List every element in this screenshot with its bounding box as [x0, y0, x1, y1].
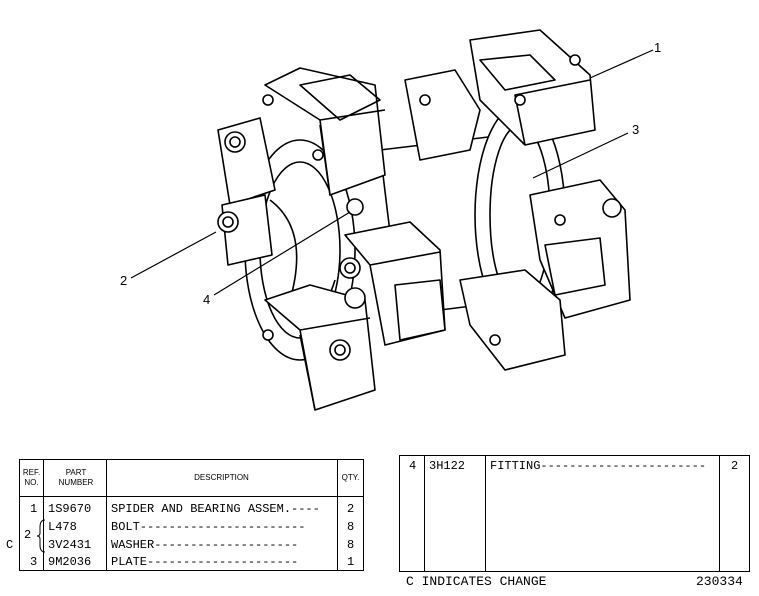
- leader-line-4: [213, 211, 351, 296]
- row-5-ref: 4: [409, 459, 417, 473]
- left-bearing-cap-outer: [217, 117, 276, 266]
- right-bearing-cap-bottom: [459, 269, 566, 371]
- group-brace: [36, 519, 46, 553]
- fitting: [346, 198, 364, 216]
- row-3-desc: WASHER--------------------: [111, 538, 299, 552]
- header-ref-no: REF. NO.: [22, 468, 41, 487]
- left-bearing-cap-top: [264, 67, 386, 196]
- change-marker: C: [6, 538, 14, 552]
- row-2-part: L478: [48, 520, 77, 534]
- row-5-desc: FITTING-----------------------: [490, 459, 707, 473]
- row-2-qty: 8: [347, 520, 355, 534]
- left-bearing-cap-bottom: [264, 284, 376, 411]
- parts-table: REF. NO. PART NUMBER DESCRIPTION QTY. 1 …: [19, 459, 364, 571]
- parts-table-2: 4 3H122 FITTING----------------------- 2: [399, 455, 750, 572]
- callout-2: 2: [120, 273, 128, 288]
- row-1-part: 1S9670: [48, 502, 92, 516]
- callout-4: 4: [203, 292, 211, 307]
- group-ref-2: 2: [24, 528, 32, 542]
- row-4-ref: 3: [30, 555, 38, 569]
- leader-line-1: [589, 49, 654, 79]
- change-note: C INDICATES CHANGE: [406, 574, 547, 589]
- row-4-part: 9M2036: [48, 555, 92, 569]
- row-2-desc: BOLT-----------------------: [111, 520, 306, 534]
- row-1-ref: 1: [30, 502, 38, 516]
- leader-line-3: [532, 132, 629, 179]
- row-4-qty: 1: [347, 555, 355, 569]
- header-qty: QTY.: [341, 473, 360, 482]
- callout-1: 1: [654, 40, 662, 55]
- drawing-number: 230334: [696, 574, 743, 589]
- universal-joint-drawing: [130, 29, 654, 411]
- row-5-qty: 2: [731, 459, 739, 473]
- left-bearing-cap-mid: [344, 221, 446, 346]
- callout-3: 3: [632, 122, 640, 137]
- row-4-desc: PLATE---------------------: [111, 555, 299, 569]
- right-bearing-cap-top: [469, 29, 596, 146]
- row-5-part: 3H122: [429, 459, 466, 473]
- header-part-number: PART NUMBER: [58, 468, 94, 487]
- header-description: DESCRIPTION: [194, 473, 249, 482]
- row-3-part: 3V2431: [48, 538, 92, 552]
- row-1-desc: SPIDER AND BEARING ASSEM.----: [111, 502, 320, 516]
- bolt-heads: [217, 54, 622, 361]
- row-3-qty: 8: [347, 538, 355, 552]
- leader-line-2: [130, 231, 217, 279]
- right-bearing-cap-left: [404, 69, 481, 161]
- row-1-qty: 2: [347, 502, 355, 516]
